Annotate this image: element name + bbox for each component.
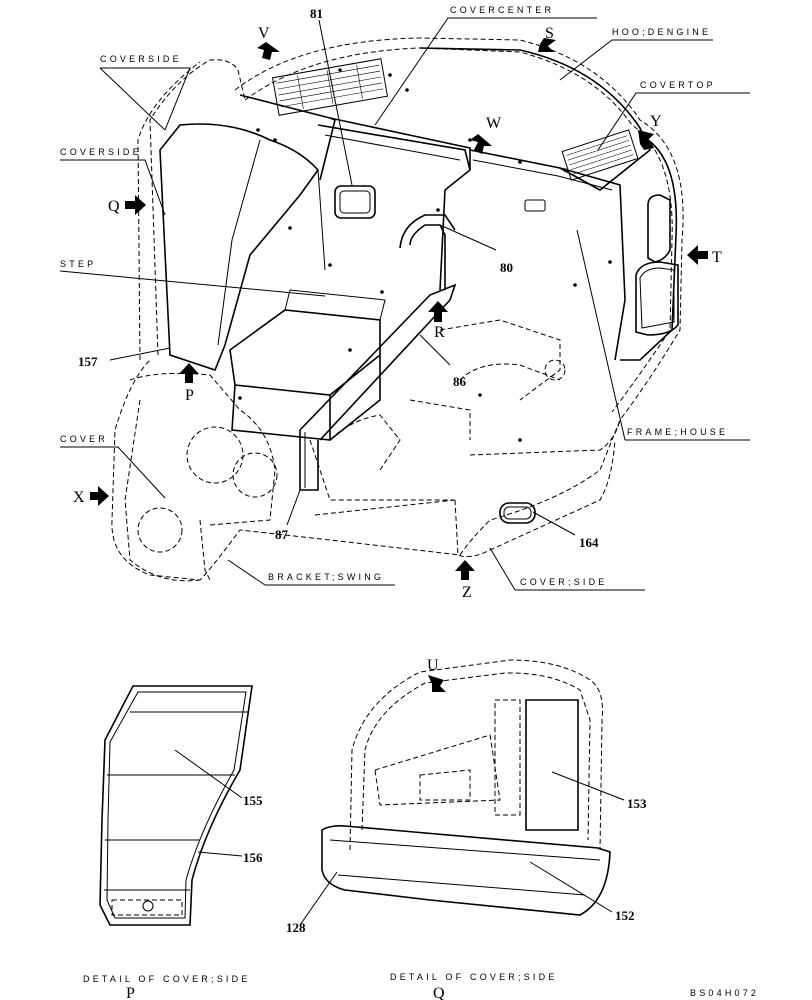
label-cover-center: COVERCENTER [450, 5, 554, 15]
detail-p-cover-side [99, 685, 253, 926]
view-arrow-y-icon [638, 130, 654, 150]
part-numbers: 81 80 86 87 157 164 155 156 153 152 128 [78, 6, 647, 935]
part-number-86: 86 [453, 374, 467, 389]
detail-captions: DETAIL OF COVER;SIDE P DETAIL OF COVER;S… [83, 972, 759, 1000]
detail-p-letter: P [126, 985, 135, 1000]
detail-leader-lines [174, 749, 625, 926]
part-number-153: 153 [627, 796, 647, 811]
view-letter-x: X [73, 489, 85, 506]
part-number-81: 81 [310, 6, 323, 21]
view-arrow-p-icon [179, 363, 199, 383]
detail-q-letter: Q [433, 985, 445, 1000]
part-number-80: 80 [500, 260, 513, 275]
view-letter-q: Q [108, 198, 120, 215]
detail-q-cover-side [321, 659, 611, 916]
view-letter-r: R [434, 324, 445, 341]
view-arrow-q-icon [125, 195, 146, 215]
label-cover: COVER [60, 434, 108, 444]
view-arrows [90, 38, 708, 692]
view-letter-v: V [258, 25, 270, 42]
view-arrow-w-icon [470, 134, 492, 154]
view-arrow-z-icon [455, 560, 475, 580]
view-letters: V S W Y Q T R P X Z U [73, 25, 722, 674]
view-arrow-u-icon [428, 675, 446, 692]
part-number-155: 155 [243, 793, 263, 808]
view-arrow-r-icon [428, 301, 448, 322]
leader-lines [59, 17, 750, 591]
label-coverside-top: COVERSIDE [100, 54, 182, 64]
label-hood-engine: HOO;DENGINE [612, 27, 711, 37]
part-number-164: 164 [579, 535, 599, 550]
view-letter-w: W [486, 115, 502, 132]
label-step: STEP [60, 259, 96, 269]
label-cover-top: COVERTOP [640, 80, 716, 90]
label-frame-house: FRAME;HOUSE [627, 427, 728, 437]
detail-q-caption: DETAIL OF COVER;SIDE [390, 972, 558, 982]
label-cover-side: COVER;SIDE [520, 577, 608, 587]
view-letter-s: S [545, 25, 554, 42]
part-number-128: 128 [286, 920, 306, 935]
view-arrow-v-icon [257, 42, 280, 60]
view-letter-t: T [712, 249, 722, 266]
label-coverside-mid: COVERSIDE [60, 147, 142, 157]
detail-p-caption: DETAIL OF COVER;SIDE [83, 974, 251, 984]
view-letter-u: U [427, 657, 439, 674]
part-number-156: 156 [243, 850, 263, 865]
part-number-157: 157 [78, 354, 98, 369]
view-arrow-s-icon [538, 38, 556, 52]
view-letter-y: Y [650, 113, 662, 130]
view-letter-p: P [185, 387, 194, 404]
view-arrow-x-icon [90, 486, 109, 506]
view-arrow-t-icon [687, 245, 708, 265]
part-number-152: 152 [615, 908, 635, 923]
part-number-87: 87 [275, 527, 289, 542]
drawing-code: BS04H072 [690, 988, 759, 998]
label-bracket-swing: BRACKET;SWING [268, 572, 384, 582]
main-assembly [111, 37, 684, 582]
callout-labels: COVERSIDE COVERSIDE COVERCENTER HOO;DENG… [60, 5, 728, 587]
view-letter-z: Z [462, 584, 472, 601]
